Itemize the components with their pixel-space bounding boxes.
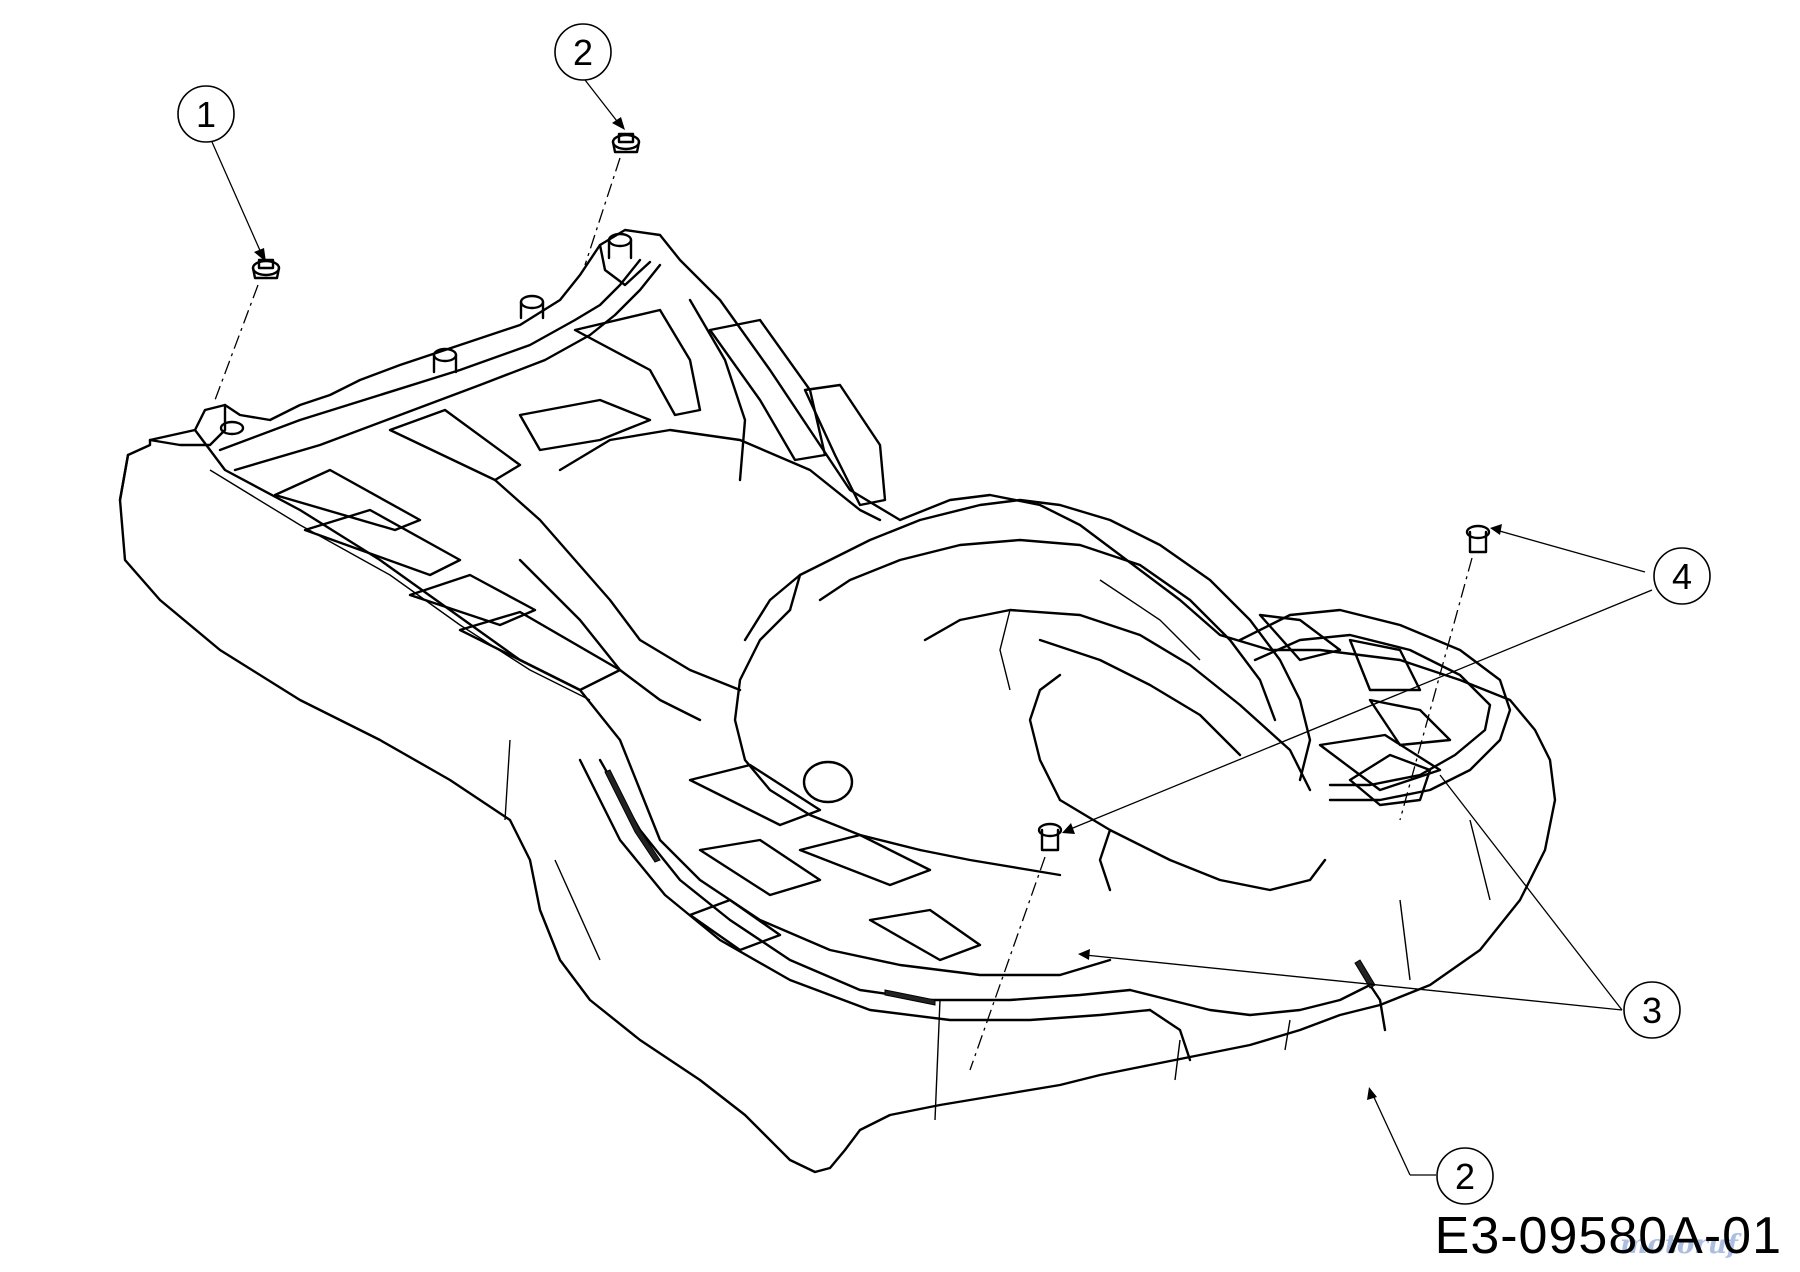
callout-4-label: 4 [1672,556,1692,597]
leader-line-4 [1062,524,1653,834]
screw-part-4b [1037,822,1063,852]
callout-2a-label: 1 [196,94,216,135]
callout-2a: 1 [177,85,235,143]
assembly-line-4a [1399,557,1473,821]
leader-line-3 [1078,774,1623,1011]
callout-4: 4 [1653,547,1711,605]
leader-line-1 [1367,1087,1436,1176]
assembly-line-4b [969,856,1046,1071]
callout-3-label: 3 [1642,990,1662,1031]
callout-1: 2 [1436,1147,1494,1205]
callout-3: 3 [1623,981,1681,1039]
screw-part-2a [251,258,281,280]
screw-part-4a [1465,524,1491,554]
callout-2b: 2 [554,23,612,81]
watermark: motoruf [1620,1230,1738,1260]
leader-line-2a [211,141,266,262]
body-shell-part [118,228,1557,1174]
assembly-line-2a [214,284,259,401]
callout-1-label: 2 [1455,1156,1475,1197]
assembly-line-2b [584,157,621,266]
callout-2b-label: 2 [573,32,593,73]
drawing-number: E3-09580A-01 [1434,1207,1782,1265]
screw-part-2b [611,132,641,154]
leader-line-2b [584,79,625,130]
